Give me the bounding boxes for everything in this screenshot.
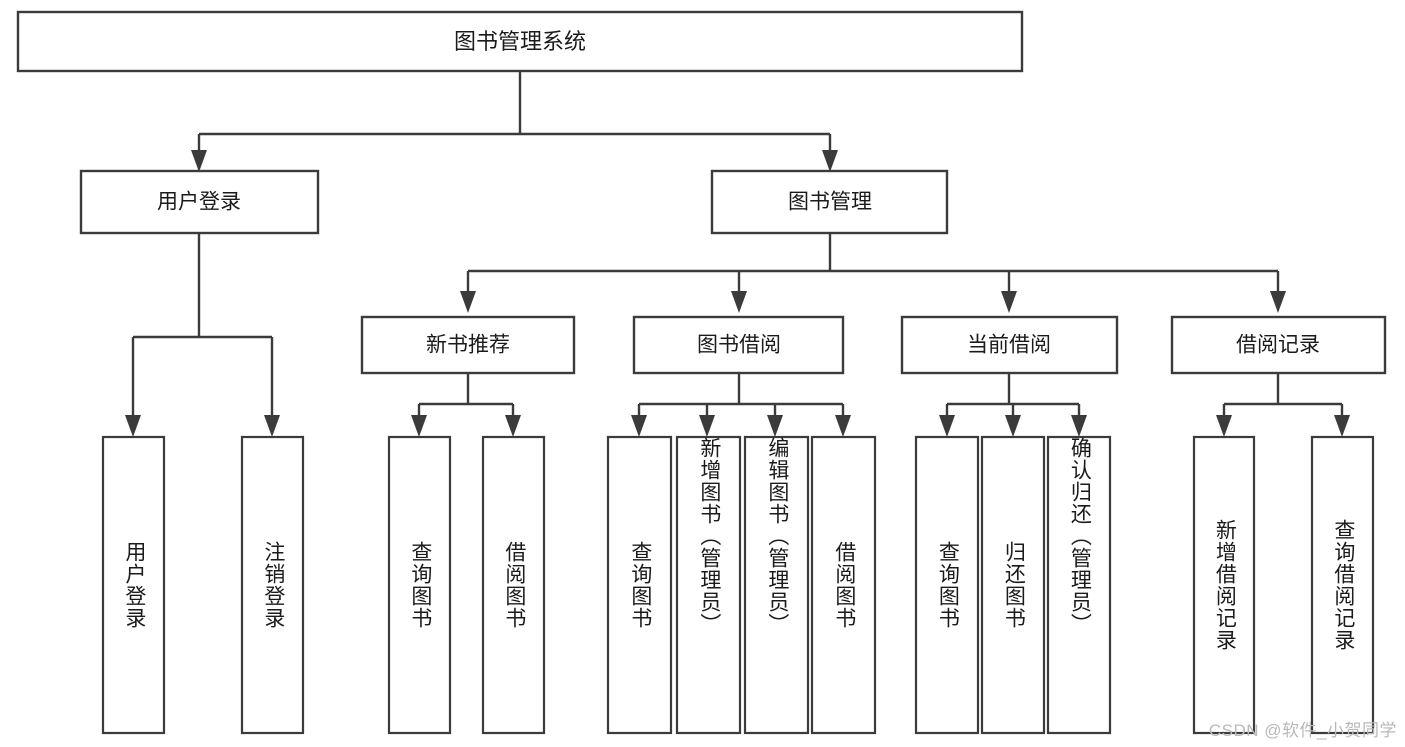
arrowhead-bb-leaf-3 bbox=[767, 415, 783, 437]
leaf-box-br-add-record[interactable] bbox=[1192, 435, 1256, 735]
arrowhead-bb-leaf-1 bbox=[631, 415, 647, 437]
arrowhead-book-borrow bbox=[731, 291, 747, 313]
node-book-management-label: 图书管理 bbox=[788, 191, 872, 214]
node-current-borrow[interactable]: 当前借阅 bbox=[900, 315, 1119, 375]
arrowhead-borrow-record bbox=[1270, 291, 1286, 313]
node-root-system[interactable]: 图书管理系统 bbox=[16, 10, 1024, 73]
node-new-book-recommend-label: 新书推荐 bbox=[426, 334, 510, 357]
arrowhead-leaf-logout bbox=[264, 415, 280, 437]
node-book-management[interactable]: 图书管理 bbox=[710, 169, 949, 235]
node-user-login-box bbox=[79, 169, 320, 235]
leaf-box-bb-borrow-book[interactable] bbox=[810, 435, 877, 735]
connector-group-new-book-recommend bbox=[411, 373, 521, 437]
node-new-book-recommend-box bbox=[360, 315, 576, 375]
node-borrow-record-box bbox=[1170, 315, 1387, 375]
leaf-box-logout[interactable] bbox=[240, 435, 305, 735]
node-borrow-record[interactable]: 借阅记录 bbox=[1170, 315, 1387, 375]
arrowhead-nbr-leaf-2 bbox=[505, 415, 521, 437]
arrowhead-leaf-user-login bbox=[125, 415, 141, 437]
arrowhead-cb-leaf-3 bbox=[1071, 415, 1087, 437]
arrowhead-cb-leaf-2 bbox=[1005, 415, 1021, 437]
node-current-borrow-label: 当前借阅 bbox=[967, 334, 1051, 357]
leaf-box-nbr-query-book[interactable] bbox=[387, 435, 452, 735]
leaf-box-bb-add-book[interactable] bbox=[675, 435, 742, 735]
leaf-box-cb-query-book[interactable] bbox=[914, 435, 980, 735]
node-new-book-recommend[interactable]: 新书推荐 bbox=[360, 315, 576, 375]
node-root-label: 图书管理系统 bbox=[454, 29, 586, 54]
leaf-box-br-query-record[interactable] bbox=[1310, 435, 1375, 735]
arrowhead-nbr-leaf-1 bbox=[411, 415, 427, 437]
node-book-borrow-box bbox=[632, 315, 845, 375]
node-borrow-record-label: 借阅记录 bbox=[1236, 334, 1320, 357]
leaf-box-bb-query-book[interactable] bbox=[606, 435, 673, 735]
arrowhead-new-book-recommend bbox=[460, 291, 476, 313]
leaf-box-cb-confirm-return[interactable] bbox=[1046, 435, 1112, 735]
arrowhead-user-login bbox=[191, 150, 207, 172]
node-user-login-label: 用户登录 bbox=[157, 191, 241, 214]
leaf-box-group bbox=[101, 435, 1375, 735]
leaf-box-cb-return-book[interactable] bbox=[980, 435, 1046, 735]
node-book-management-box bbox=[710, 169, 949, 235]
connector-group-borrow-record bbox=[1216, 373, 1350, 437]
node-root-box bbox=[16, 10, 1024, 73]
arrowhead-br-leaf-2 bbox=[1334, 415, 1350, 437]
arrowhead-book-mgmt bbox=[822, 150, 838, 172]
connector-group-root bbox=[191, 71, 838, 172]
node-book-borrow[interactable]: 图书借阅 bbox=[632, 315, 845, 375]
arrowhead-current-borrow bbox=[1001, 291, 1017, 313]
node-current-borrow-box bbox=[900, 315, 1119, 375]
arrowhead-br-leaf-1 bbox=[1216, 415, 1232, 437]
node-user-login[interactable]: 用户登录 bbox=[79, 169, 320, 235]
leaf-box-user-login[interactable] bbox=[101, 435, 166, 735]
leaf-box-nbr-borrow-book[interactable] bbox=[481, 435, 546, 735]
arrowhead-bb-leaf-2 bbox=[699, 415, 715, 437]
arrowhead-bb-leaf-4 bbox=[835, 415, 851, 437]
watermark-text: CSDN @软件_小贺同学 bbox=[1208, 721, 1397, 740]
connector-group-user-login bbox=[125, 233, 280, 437]
arrowhead-cb-leaf-1 bbox=[939, 415, 955, 437]
connector-group-book-borrow bbox=[631, 373, 851, 437]
connector-group-book-mgmt bbox=[460, 233, 1286, 313]
node-book-borrow-label: 图书借阅 bbox=[697, 334, 781, 357]
leaf-box-bb-edit-book[interactable] bbox=[743, 435, 810, 735]
connector-group-current-borrow bbox=[939, 373, 1087, 437]
